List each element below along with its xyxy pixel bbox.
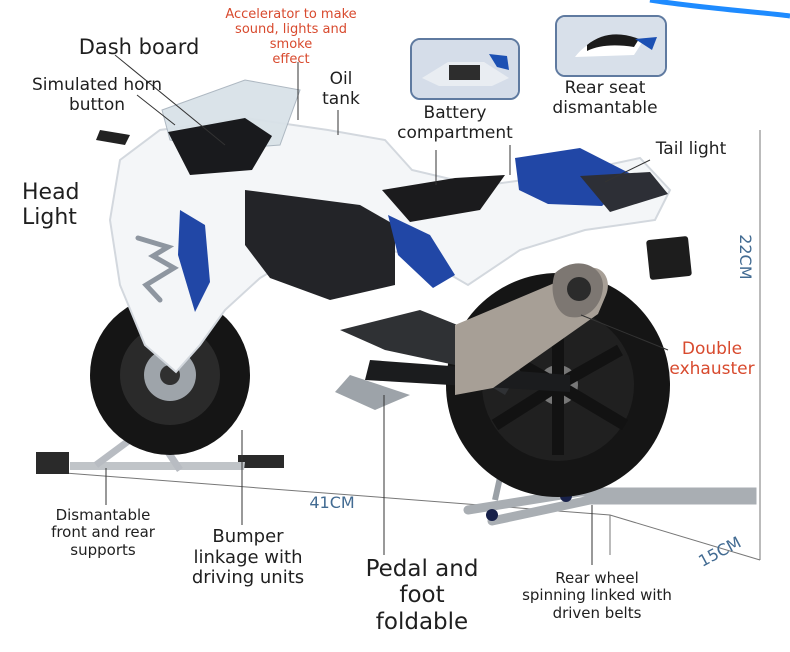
rider-seat (382, 175, 505, 222)
rear-seat-label: Rear seat dismantable (552, 78, 658, 118)
accelerator-label: Accelerator to make sound, lights and sm… (225, 7, 357, 67)
double-exhauster-label: Double exhauster (669, 339, 755, 379)
height-measurement-label: 22CM (736, 234, 756, 280)
exhauster-callout-line (580, 314, 669, 351)
tail-light-label: Tail light (655, 139, 727, 159)
horn-callout-line (136, 94, 176, 126)
battery-compartment-thumbnail (410, 38, 520, 100)
battery-thumbnail-blue-part (489, 54, 509, 70)
foot-peg-bracket (335, 375, 410, 410)
rear-wheel-label: Rear wheel spinning linked with driven b… (522, 569, 672, 622)
rear-seat-thumbnail-image (557, 17, 665, 75)
dismantable-supports-label: Dismantable front and rear supports (51, 506, 155, 559)
tail-light (580, 172, 668, 212)
dashboard-callout-line (114, 54, 226, 146)
length-measurement-label: 41CM (309, 493, 355, 512)
simulated-horn-label: Simulated horn button (32, 75, 162, 115)
pedal-foot-label: Pedal and foot foldable (365, 556, 479, 635)
dash-board-label: Dash board (78, 35, 200, 59)
exhaust-outlet (567, 277, 591, 301)
rear-stand-wheel (486, 509, 498, 521)
front-stand-foot-left (36, 452, 69, 474)
tail-light-callout-line (604, 159, 651, 183)
side-black-panel (245, 190, 395, 300)
front-blue-accent (178, 210, 210, 312)
rear-seat-thumbnail-blue-part (635, 37, 657, 50)
battery-compartment-label: Battery compartment (397, 103, 513, 143)
top-accent-curve (649, 0, 790, 19)
left-mirror (96, 130, 130, 145)
rear-seat-thumbnail (555, 15, 667, 77)
oil-tank-label: Oil tank (322, 69, 360, 109)
rear-seat-thumbnail-seat (587, 34, 639, 51)
side-logo-mark (135, 235, 179, 303)
bumper-linkage-label: Bumper linkage with driving units (191, 526, 305, 589)
dashboard-cockpit (168, 118, 272, 175)
rear-wheel-spokes (491, 315, 629, 455)
front-stand-base (70, 462, 245, 470)
side-blue-accent (388, 215, 455, 288)
battery-thumbnail-image (412, 40, 518, 98)
license-plate (646, 236, 692, 280)
battery-thumbnail-battery (449, 65, 480, 80)
head-light-label: Head Light (22, 180, 80, 231)
front-stand-foot-right (238, 455, 284, 468)
